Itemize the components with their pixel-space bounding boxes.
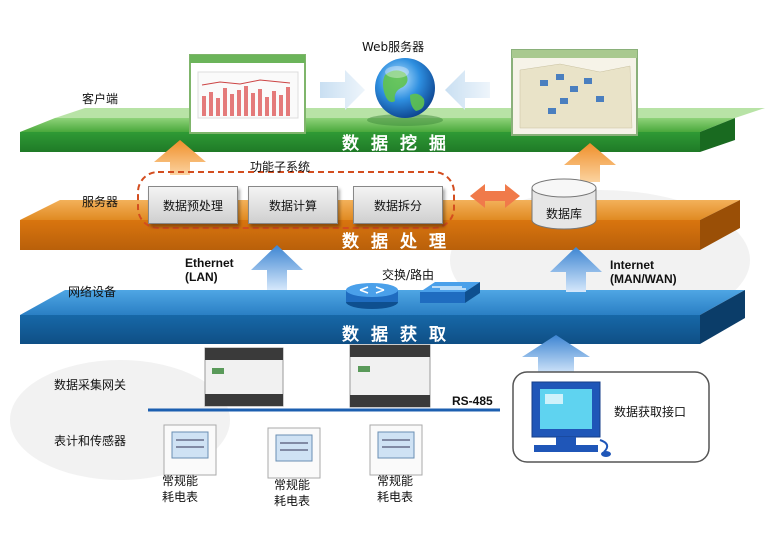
side-label-network: 网络设备 — [68, 285, 117, 299]
module-splitting: 数据拆分 — [353, 186, 443, 224]
module-calculation: 数据计算 — [248, 186, 338, 224]
side-label-client: 客户端 — [82, 92, 119, 106]
dashboard-chart-screenshot — [189, 54, 306, 134]
switch-router-label: 交换/路由 — [382, 268, 435, 282]
meter-label-1-line1: 常规能 — [161, 474, 198, 488]
side-label-meters: 表计和传感器 — [54, 434, 127, 448]
meter-label-2: 常规能 耗电表 — [262, 477, 322, 509]
meter-label-2-line2: 耗电表 — [273, 494, 310, 508]
side-label-gateway: 数据采集网关 — [54, 378, 127, 392]
router-icon — [346, 283, 398, 309]
internet-label: Internet (MAN/WAN) — [610, 258, 677, 286]
layer-blue-plate — [20, 290, 745, 344]
subsystem-title: 功能子系统 — [250, 160, 311, 174]
ethernet-label-line1: Ethernet — [185, 256, 234, 270]
arrow-blue-interface — [522, 335, 590, 375]
layer-title-data-processing: 数据处理 — [342, 232, 458, 252]
arrow-orange-left — [154, 140, 206, 175]
meter-device-1 — [163, 424, 217, 476]
meter-label-2-line1: 常规能 — [273, 478, 310, 492]
layer-title-data-acquisition: 数据获取 — [342, 325, 458, 345]
map-screenshot — [511, 49, 638, 136]
computer-icon — [531, 381, 611, 457]
arrow-to-webserver-right — [445, 70, 490, 110]
internet-label-line2: (MAN/WAN) — [610, 272, 677, 286]
internet-label-line1: Internet — [610, 258, 655, 272]
meter-label-3-line1: 常规能 — [376, 474, 413, 488]
gateway-device-1 — [204, 347, 284, 407]
ethernet-label: Ethernet (LAN) — [185, 256, 234, 284]
gateway-device-2 — [349, 344, 431, 408]
arrow-blue-right — [550, 247, 602, 292]
meter-label-1: 常规能 耗电表 — [150, 473, 210, 505]
ethernet-label-line2: (LAN) — [185, 270, 218, 284]
interface-label: 数据获取接口 — [614, 405, 687, 419]
arrow-orange-right — [564, 143, 616, 182]
switch-icon — [420, 282, 480, 303]
globe-icon — [367, 58, 443, 126]
meter-label-3: 常规能 耗电表 — [365, 473, 425, 505]
arrow-blue-left — [251, 245, 303, 290]
meter-label-3-line2: 耗电表 — [376, 490, 413, 504]
double-arrow-orange — [470, 184, 520, 208]
database-icon — [531, 178, 597, 230]
web-server-label: Web服务器 — [362, 40, 425, 54]
meter-device-3 — [369, 424, 423, 476]
module-preprocessing: 数据预处理 — [148, 186, 238, 224]
database-label: 数据库 — [545, 207, 582, 221]
meter-device-2 — [267, 427, 321, 479]
rs485-label: RS-485 — [452, 394, 493, 408]
meter-label-1-line2: 耗电表 — [161, 490, 198, 504]
arrow-to-webserver-left — [320, 70, 365, 110]
layer-title-data-mining: 数据挖掘 — [342, 134, 458, 154]
side-label-server: 服务器 — [82, 195, 119, 209]
subsystem-boundary — [137, 171, 455, 229]
